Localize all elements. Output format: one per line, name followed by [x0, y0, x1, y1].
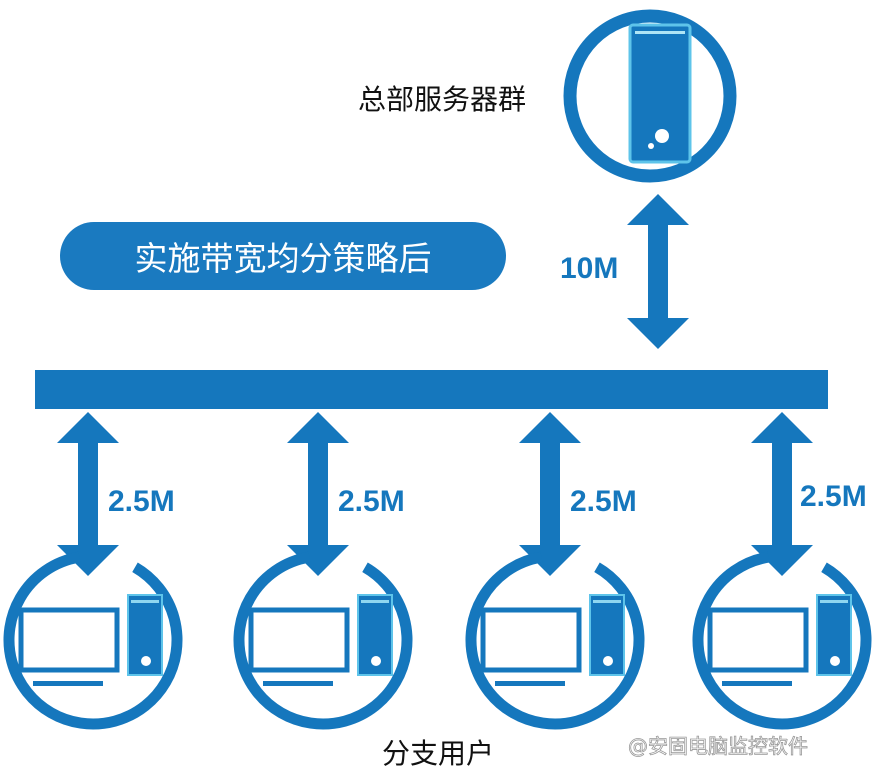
uplink-bandwidth: 10M — [560, 252, 619, 285]
downlink-arrow — [751, 412, 813, 576]
client-label: 分支用户 — [382, 737, 495, 770]
server-icon — [628, 23, 692, 164]
downlink-arrow — [519, 412, 581, 576]
downlink-arrow — [287, 412, 349, 576]
client-bandwidth: 2.5M — [800, 480, 867, 513]
client-arrows — [57, 412, 813, 576]
client-nodes — [3, 550, 872, 730]
network-bus — [35, 370, 828, 409]
computer-icon — [483, 595, 624, 686]
computer-icon — [710, 595, 851, 686]
client-bandwidth: 2.5M — [570, 485, 637, 518]
policy-badge: 实施带宽均分策略后 — [60, 222, 506, 290]
watermark: @安固电脑监控软件 — [628, 734, 809, 759]
client-bandwidth: 2.5M — [338, 485, 405, 518]
computer-icon — [21, 595, 162, 686]
uplink-arrow — [627, 194, 689, 349]
server-label: 总部服务器群 — [358, 83, 527, 116]
computer-icon — [251, 595, 392, 686]
downlink-arrow — [57, 412, 119, 576]
hq-server-node — [563, 9, 737, 183]
client-bandwidth: 2.5M — [108, 485, 175, 518]
